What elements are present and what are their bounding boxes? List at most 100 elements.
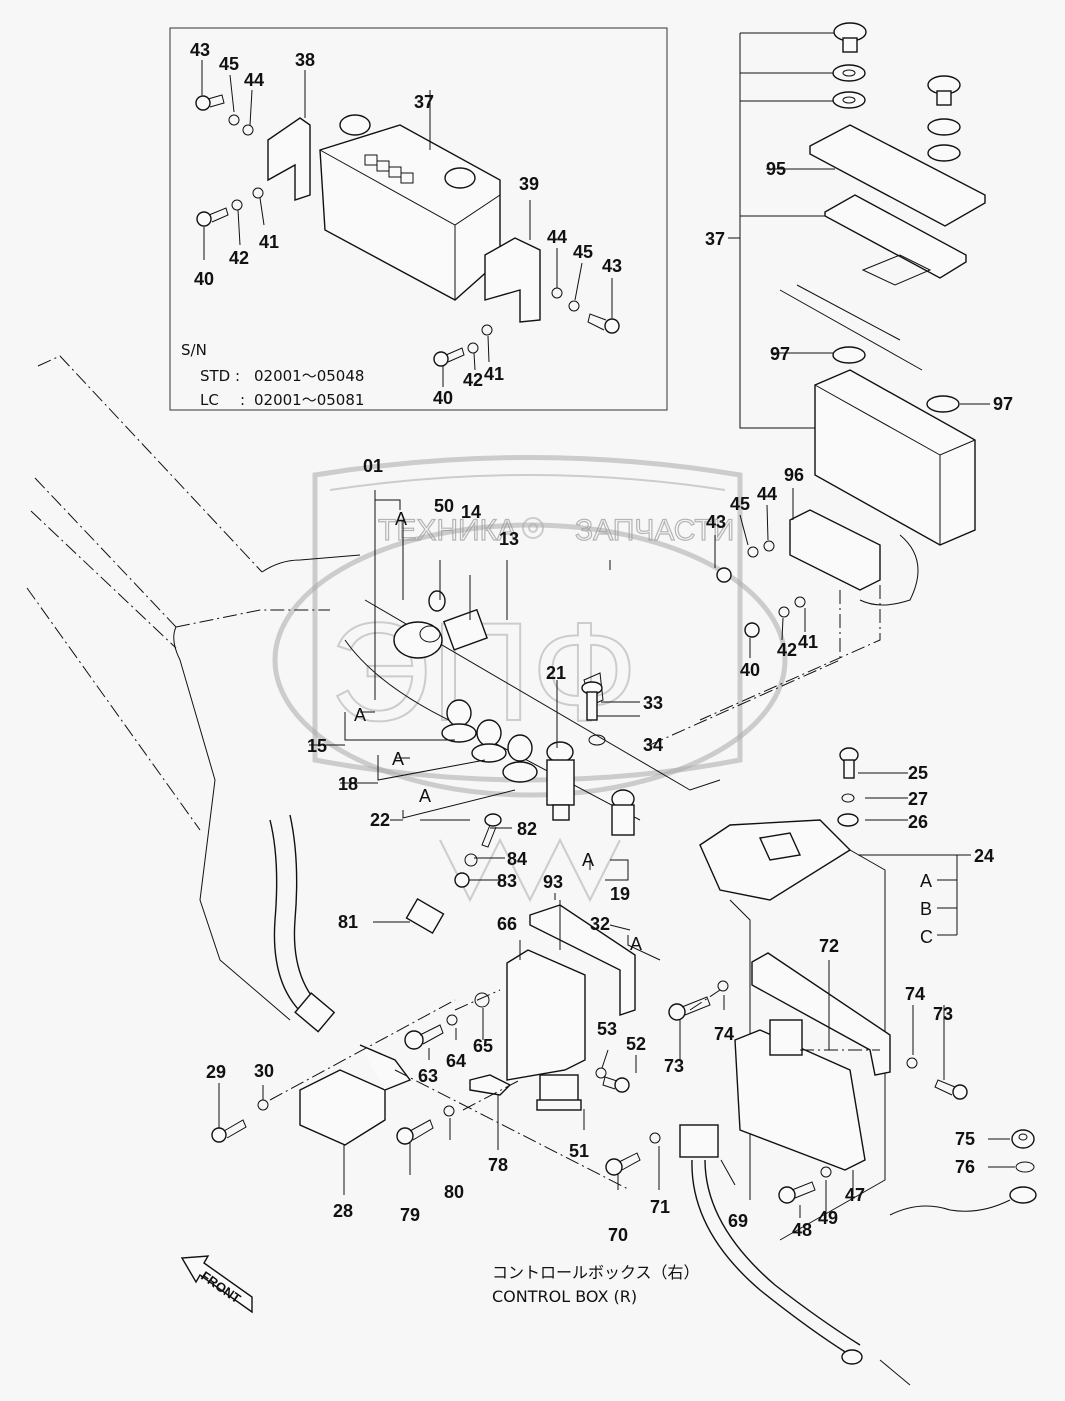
- callout-27: 27: [908, 789, 928, 809]
- screw-icon: [778, 1181, 816, 1204]
- callout-84: 84: [507, 849, 527, 869]
- screw-icon: [602, 1076, 630, 1093]
- push-switch-icon: [546, 741, 575, 821]
- callout-21: 21: [546, 663, 566, 683]
- callout-40: 40: [740, 660, 760, 680]
- caption-jp: コントロールボックス（右）: [492, 1263, 700, 1282]
- watermark-text-left: ТЕХНИКА: [378, 514, 517, 547]
- knob-icon: [441, 699, 477, 743]
- callout-A: A: [419, 786, 431, 806]
- callout-71: 71: [650, 1197, 670, 1217]
- callout-43: 43: [190, 40, 210, 60]
- callout-37: 37: [705, 229, 725, 249]
- screw-icon: [404, 1024, 444, 1050]
- callout-44: 44: [547, 227, 567, 247]
- callout-24: 24: [974, 846, 994, 866]
- callout-41: 41: [259, 232, 279, 252]
- callout-42: 42: [777, 640, 797, 660]
- callout-32: 32: [590, 914, 610, 934]
- callout-15: 15: [307, 736, 327, 756]
- svg-text::: :: [240, 391, 245, 409]
- serial-model-std: STD: [200, 367, 230, 385]
- screw-icon: [668, 996, 711, 1021]
- callout-74: 74: [905, 984, 925, 1004]
- callout-69: 69: [728, 1211, 748, 1231]
- screw-icon: [587, 313, 620, 334]
- callout-44: 44: [757, 484, 777, 504]
- callout-51: 51: [569, 1141, 589, 1161]
- screw-icon: [396, 1119, 434, 1145]
- caption-en: CONTROL BOX (R): [492, 1287, 637, 1306]
- callout-42: 42: [463, 370, 483, 390]
- callout-95: 95: [766, 159, 786, 179]
- callout-78: 78: [488, 1155, 508, 1175]
- callout-37: 37: [414, 92, 434, 112]
- callout-53: 53: [597, 1019, 617, 1039]
- ring-terminal-icon: [1009, 1186, 1037, 1204]
- callout-29: 29: [206, 1062, 226, 1082]
- screw-icon: [211, 1119, 247, 1143]
- callout-49: 49: [818, 1208, 838, 1228]
- callout-A: A: [392, 749, 404, 769]
- callout-74: 74: [714, 1024, 734, 1044]
- callout-26: 26: [908, 812, 928, 832]
- relay-icon: [536, 1074, 582, 1111]
- callout-42: 42: [229, 248, 249, 268]
- key-switch-icon: [393, 621, 443, 659]
- callout-64: 64: [446, 1051, 466, 1071]
- relay-icon: [769, 1019, 803, 1056]
- knob-icon: [502, 734, 538, 783]
- callout-48: 48: [792, 1220, 812, 1240]
- serial-model-lc: LC: [200, 391, 219, 409]
- callout-19: 19: [610, 884, 630, 904]
- screw-icon: [481, 813, 502, 848]
- battery-exploded: [649, 22, 990, 746]
- callout-A: A: [630, 934, 642, 954]
- callout-45: 45: [573, 242, 593, 262]
- callout-28: 28: [333, 1201, 353, 1221]
- callout-83: 83: [497, 871, 517, 891]
- screw-icon: [196, 207, 229, 227]
- callout-72: 72: [819, 936, 839, 956]
- frame-outline: [26, 355, 361, 1021]
- callout-43: 43: [706, 512, 726, 532]
- callout-80: 80: [444, 1182, 464, 1202]
- relay-icon: [679, 1124, 719, 1158]
- nut-icon: [1011, 1129, 1035, 1149]
- callout-18: 18: [338, 774, 358, 794]
- callout-13: 13: [499, 529, 519, 549]
- screw-icon: [581, 681, 603, 721]
- callout-25: 25: [908, 763, 928, 783]
- cap-icon: [927, 75, 961, 106]
- screw-icon: [195, 94, 225, 111]
- svg-text::: :: [235, 367, 240, 385]
- callout-B: B: [920, 899, 932, 919]
- callout-76: 76: [955, 1157, 975, 1177]
- callout-41: 41: [798, 632, 818, 652]
- callout-A: A: [582, 850, 594, 870]
- callout-A: A: [354, 705, 366, 725]
- callout-52: 52: [626, 1034, 646, 1054]
- screw-icon: [605, 1152, 641, 1176]
- watermark-text-right: ЗАПЧАСТИ: [575, 514, 734, 547]
- screw-icon: [433, 347, 465, 367]
- callout-47: 47: [845, 1185, 865, 1205]
- callout-97: 97: [770, 344, 790, 364]
- screw-icon: [839, 747, 859, 779]
- callout-40: 40: [194, 269, 214, 289]
- callout-33: 33: [643, 693, 663, 713]
- callout-39: 39: [519, 174, 539, 194]
- connector-icon: [841, 1349, 863, 1365]
- callout-34: 34: [643, 735, 663, 755]
- serial-range-std: 02001～05048: [254, 367, 364, 385]
- callout-A: A: [395, 509, 407, 529]
- callout-66: 66: [497, 914, 517, 934]
- serial-range-lc: 02001～05081: [254, 391, 364, 409]
- callout-38: 38: [295, 50, 315, 70]
- callout-75: 75: [955, 1129, 975, 1149]
- gear-icon: [522, 517, 544, 539]
- callout-22: 22: [370, 810, 390, 830]
- cap-icon: [833, 22, 867, 53]
- callout-A: A: [920, 871, 932, 891]
